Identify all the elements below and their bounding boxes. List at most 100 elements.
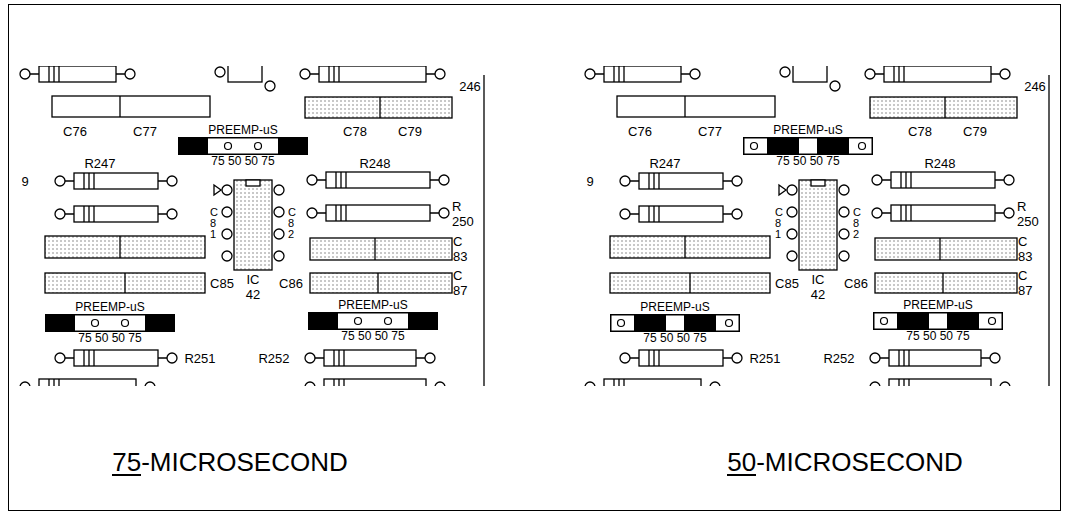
capacitor-symbol: [45, 273, 205, 293]
capacitor-divider: [939, 238, 940, 260]
resistor-band: [648, 350, 649, 366]
ic-notch: [246, 180, 260, 186]
solder-pad: [305, 382, 315, 386]
jumper-heading: PREEMP-uS: [308, 299, 438, 312]
ic-body: [234, 180, 272, 270]
ic-pin: [222, 251, 232, 261]
ic-pin: [274, 251, 284, 261]
jumper-block: PREEMP-uS75 50 50 75: [743, 124, 873, 168]
jumper-strip: [308, 312, 438, 330]
part-label: R252: [258, 351, 289, 366]
resistor-band: [900, 172, 901, 188]
header-pin: [726, 320, 733, 327]
part-label: C 83: [453, 234, 479, 264]
header-outline: [611, 315, 740, 332]
shunt-jumper: [947, 312, 979, 330]
ic-pin: [787, 229, 797, 239]
ic-pin: [839, 185, 849, 195]
jumper-heading: PREEMP-uS: [45, 301, 175, 314]
pin1-marker: [214, 185, 221, 195]
resistor-band: [648, 206, 649, 222]
jumper-scale: 75 50 50 75: [178, 155, 308, 168]
solder-pad: [1004, 208, 1014, 218]
shunt-jumper: [45, 314, 75, 332]
resistor-band: [910, 205, 911, 221]
resistor-band: [53, 379, 54, 386]
resistor-band: [88, 173, 89, 189]
resistor-band: [93, 173, 94, 189]
caption: 50-MICROSECOND: [727, 447, 962, 477]
header-pin: [122, 320, 129, 327]
solder-pad: [732, 209, 742, 219]
part-label: C76: [628, 124, 652, 139]
capacitor-symbol: [610, 236, 770, 258]
part-label: C78: [343, 124, 367, 139]
solder-pad: [870, 353, 880, 363]
capacitor-body: [875, 273, 1017, 293]
solder-pad: [20, 382, 30, 386]
resistor-band: [343, 350, 344, 366]
jumper-block: PREEMP-uS75 50 50 75: [610, 301, 740, 345]
resistor-band: [333, 350, 334, 366]
solder-pad: [732, 176, 742, 186]
solder-pad: [732, 353, 742, 363]
resistor-band: [338, 66, 339, 82]
shunt-jumper: [817, 137, 849, 155]
solder-pad: [20, 69, 30, 79]
jumper-heading: PREEMP-uS: [743, 124, 873, 137]
jumper-heading: PREEMP-uS: [178, 124, 308, 137]
resistor-band: [340, 172, 341, 188]
solder-pad: [1000, 382, 1010, 386]
solder-pad: [990, 353, 1000, 363]
ic-body: [799, 180, 837, 270]
resistor-symbol: [872, 205, 1014, 221]
solder-pad: [435, 69, 445, 79]
resistor-body: [39, 379, 136, 386]
solder-pad: [300, 69, 310, 79]
part-label: C79: [398, 124, 422, 139]
part-label: C 87: [453, 268, 479, 298]
jumper-block: PREEMP-uS 75 50 50 75: [178, 124, 308, 168]
header-outline: [874, 313, 1003, 330]
resistor-band: [653, 206, 654, 222]
header-pin: [751, 143, 758, 150]
solder-pad: [55, 353, 65, 363]
resistor-symbol: [20, 66, 135, 82]
header-pin: [881, 318, 888, 325]
solder-pad: [215, 67, 225, 77]
solder-pad: [710, 382, 720, 386]
resistor-symbol: [870, 379, 1010, 386]
solder-pad: [265, 81, 275, 91]
resistor-symbol: [620, 173, 742, 189]
ic-pin: [787, 251, 797, 261]
resistor-band: [48, 66, 49, 82]
solder-pad: [872, 208, 882, 218]
resistor-symbol: [307, 172, 449, 188]
resistor-symbol: [585, 379, 720, 386]
shunt-jumper: [634, 314, 666, 332]
resistor-body: [891, 205, 995, 221]
resistor-symbol: [55, 173, 177, 189]
ic-pin: [222, 207, 232, 217]
resistor-body: [39, 66, 116, 82]
capacitor-body: [52, 96, 210, 117]
resistor-band: [83, 173, 84, 189]
resistor-band: [903, 350, 904, 366]
part-label: R247: [649, 156, 680, 171]
solder-pad: [307, 208, 317, 218]
solder-pad: [870, 382, 880, 386]
resistor-band: [908, 350, 909, 366]
capacitor-body: [875, 238, 1017, 260]
solder-pad: [865, 69, 875, 79]
jumper-scale: 75 50 50 75: [610, 332, 740, 345]
resistor-band: [905, 172, 906, 188]
part-label: C86: [279, 276, 303, 291]
part-label: C76: [63, 124, 87, 139]
part-label: R248: [359, 156, 390, 171]
ic-symbol: [214, 180, 284, 270]
header-pin: [225, 143, 232, 150]
capacitor-symbol: [310, 238, 452, 260]
resistor-band: [658, 350, 659, 366]
solder-pad: [439, 175, 449, 185]
